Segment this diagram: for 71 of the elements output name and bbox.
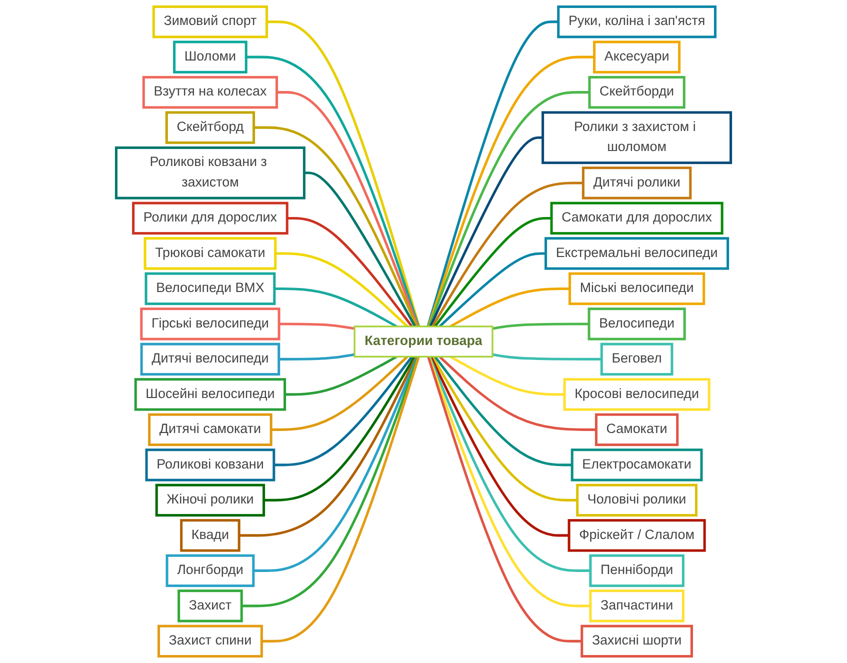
connector <box>264 356 416 502</box>
connector <box>434 216 552 328</box>
connector <box>431 182 584 328</box>
node-box <box>134 378 286 411</box>
connector <box>253 356 418 572</box>
node-box <box>563 378 710 411</box>
connector <box>450 287 570 328</box>
node-box <box>588 308 686 340</box>
connector <box>428 91 590 327</box>
connector <box>276 91 419 327</box>
node-box <box>145 448 276 482</box>
connector <box>246 56 420 327</box>
node-box <box>568 519 706 552</box>
node-box <box>148 413 272 446</box>
connector <box>427 356 582 642</box>
node-box <box>157 624 263 658</box>
connector <box>254 126 418 327</box>
node-box <box>570 448 703 482</box>
node-box <box>166 554 255 588</box>
connector <box>287 216 413 328</box>
connector <box>434 356 572 466</box>
connector <box>304 172 416 328</box>
node-box <box>580 624 693 658</box>
node-box <box>165 111 256 144</box>
connector <box>274 356 413 466</box>
node-box <box>582 166 692 200</box>
node-box <box>132 202 288 235</box>
node-box <box>589 590 684 622</box>
connector <box>426 20 558 327</box>
connector <box>492 322 590 330</box>
node-box <box>180 519 240 552</box>
node-box <box>142 76 278 109</box>
connector <box>242 356 420 608</box>
connector <box>431 356 578 502</box>
node-box <box>542 111 732 164</box>
node-box <box>178 590 243 622</box>
connector <box>239 356 418 537</box>
node-box <box>593 40 681 74</box>
connector <box>429 136 543 327</box>
connector <box>284 356 398 396</box>
connector <box>274 287 398 328</box>
connector <box>271 356 408 431</box>
connector <box>262 356 420 642</box>
connector <box>279 322 355 330</box>
node-box <box>144 272 276 306</box>
node-box <box>152 5 268 38</box>
connector <box>275 252 408 328</box>
node-box <box>354 326 494 358</box>
node-box <box>114 146 306 200</box>
connector <box>450 356 565 396</box>
node-box <box>155 484 266 517</box>
node-box <box>173 40 248 74</box>
node-box <box>140 342 280 376</box>
node-box <box>600 342 674 376</box>
connector <box>438 356 596 431</box>
node-box <box>140 308 280 340</box>
node-box <box>594 413 679 446</box>
node-box <box>544 237 730 270</box>
node-box <box>568 272 706 306</box>
connector <box>430 356 570 537</box>
node-box <box>550 202 724 235</box>
node-box <box>557 5 716 38</box>
node-box <box>588 76 686 109</box>
node-box <box>144 237 277 270</box>
connector <box>278 353 355 360</box>
connector <box>492 353 602 360</box>
connector <box>438 252 546 328</box>
node-box <box>576 484 698 517</box>
connector <box>427 56 594 327</box>
node-box <box>589 554 684 588</box>
connector <box>266 20 420 327</box>
